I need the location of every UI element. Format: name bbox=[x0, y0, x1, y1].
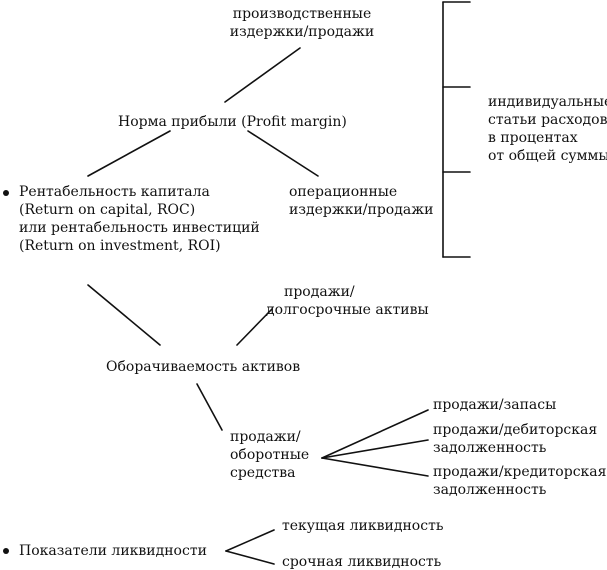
node-operating-costs-line-1: операционные bbox=[289, 184, 398, 200]
node-asset-turnover: Оборачиваемость активов bbox=[106, 359, 301, 375]
connector-current-to-payables bbox=[321, 457, 429, 477]
connector-margin-to-op-costs bbox=[247, 130, 319, 177]
node-sales-inventory: продажи/запасы bbox=[433, 397, 557, 413]
node-production-costs-line-1: производственные bbox=[232, 6, 372, 22]
node-sales-fixed-assets: продажи/ долгосрочные активы bbox=[266, 283, 429, 319]
node-quick-liquidity: срочная ликвидность bbox=[282, 554, 442, 570]
connector-current-to-receivables bbox=[321, 439, 429, 459]
node-return-on-capital: Рентабельность капитала (Return on capit… bbox=[19, 183, 260, 255]
node-operating-costs: операционные издержки/продажи bbox=[289, 183, 433, 219]
node-roc-line-3: или рентабельность инвестиций bbox=[19, 220, 260, 236]
node-liquidity: Показатели ликвидности bbox=[19, 543, 207, 559]
node-current-liquidity: текущая ликвидность bbox=[282, 518, 444, 534]
node-sales-fixed-assets-line-2: долгосрочные активы bbox=[266, 302, 429, 318]
node-expense-items-line-3: в процентах bbox=[488, 130, 578, 146]
node-sales-receivables: продажи/дебиторская задолженность bbox=[433, 421, 597, 457]
connector-roc-to-turnover bbox=[87, 284, 161, 346]
connector-roc-to-margin bbox=[87, 130, 171, 177]
node-production-costs: производственные издержки/продажи bbox=[228, 5, 376, 41]
node-sales-current-assets-line-1: продажи/ bbox=[230, 429, 301, 445]
node-sales-fixed-assets-line-1: продажи/ bbox=[284, 284, 355, 300]
connector-current-to-inventory bbox=[321, 409, 429, 459]
node-sales-current-assets-line-3: средства bbox=[230, 465, 296, 481]
node-expense-items: индивидуальные статьи расходов, в процен… bbox=[488, 93, 607, 165]
node-sales-current-assets: продажи/ оборотные средства bbox=[230, 428, 309, 482]
node-roc-line-1: Рентабельность капитала bbox=[19, 184, 210, 200]
node-sales-payables-line-2: задолженность bbox=[433, 482, 547, 498]
connector-liquidity-to-current bbox=[225, 529, 275, 552]
node-sales-current-assets-line-2: оборотные bbox=[230, 447, 310, 463]
node-sales-receivables-line-1: продажи/дебиторская bbox=[433, 422, 598, 438]
node-roc-line-2: (Return on capital, ROC) bbox=[19, 202, 196, 218]
connector-margin-to-prod-costs bbox=[224, 47, 301, 103]
node-production-costs-line-2: издержки/продажи bbox=[229, 24, 375, 40]
bullet-liquidity bbox=[3, 548, 9, 554]
node-sales-payables: продажи/кредиторская задолженность bbox=[433, 463, 606, 499]
connector-turnover-to-current bbox=[196, 383, 223, 431]
connector-liquidity-to-quick bbox=[225, 550, 275, 565]
node-sales-receivables-line-2: задолженность bbox=[433, 440, 547, 456]
node-roc-line-4: (Return on investment, ROI) bbox=[19, 238, 221, 254]
node-expense-items-line-1: индивидуальные bbox=[488, 94, 607, 110]
node-operating-costs-line-2: издержки/продажи bbox=[289, 202, 434, 218]
bullet-roc bbox=[3, 190, 9, 196]
node-expense-items-line-2: статьи расходов, bbox=[488, 112, 607, 128]
connector-turnover-to-fixed bbox=[236, 308, 273, 346]
node-profit-margin: Норма прибыли (Profit margin) bbox=[118, 114, 347, 130]
node-sales-payables-line-1: продажи/кредиторская bbox=[433, 464, 607, 480]
node-expense-items-line-4: от общей суммы bbox=[488, 148, 607, 164]
